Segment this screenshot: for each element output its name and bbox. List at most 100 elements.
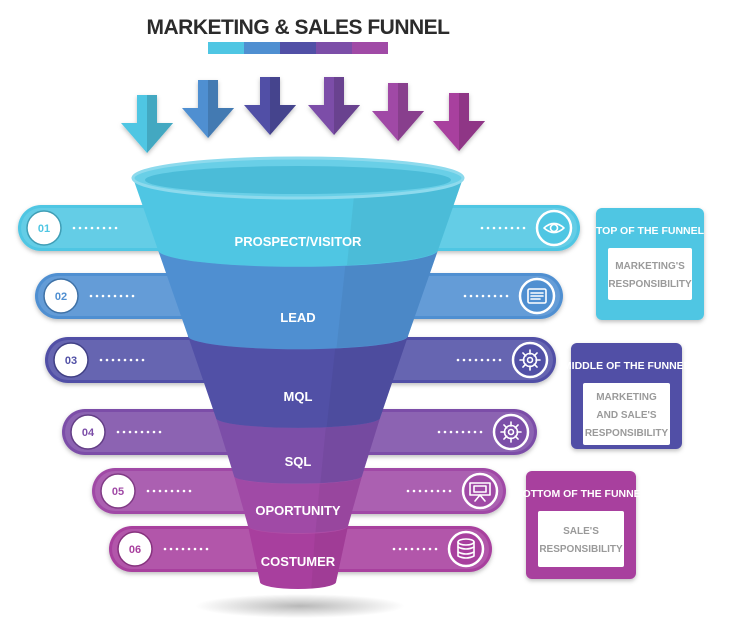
stage-number: 02 (55, 291, 67, 303)
stage-number-badge: 04 (70, 414, 106, 450)
stage-number-badge: 01 (26, 210, 62, 246)
dotted-separator (113, 294, 117, 298)
dotted-separator (504, 226, 508, 230)
funnel (131, 156, 465, 589)
dotted-separator (480, 358, 484, 362)
funnel-shadow (195, 594, 405, 618)
database-icon (447, 530, 485, 568)
stage-label: OPORTUNITY (255, 503, 341, 518)
dotted-separator (89, 294, 93, 298)
title-bar-segment (208, 42, 244, 54)
dotted-separator (122, 430, 126, 434)
dotted-separator (96, 226, 100, 230)
dotted-separator (449, 430, 453, 434)
stage-number-badge: 05 (100, 473, 136, 509)
dotted-separator (469, 294, 473, 298)
dotted-separator (116, 430, 120, 434)
dotted-separator (486, 358, 490, 362)
dotted-separator (462, 358, 466, 362)
dotted-separator (128, 430, 132, 434)
dotted-separator (492, 226, 496, 230)
dotted-separator (428, 547, 432, 551)
dotted-separator (129, 358, 133, 362)
dotted-separator (392, 547, 396, 551)
funnel-segment-01 (131, 156, 465, 267)
dotted-separator (117, 358, 121, 362)
stage-label: SQL (285, 454, 312, 469)
dotted-separator (101, 294, 105, 298)
down-arrow-icon (121, 95, 173, 153)
card-body-line: SALE'S (563, 526, 599, 537)
stage-number: 03 (65, 355, 77, 367)
document-icon (518, 277, 556, 315)
dotted-separator (434, 547, 438, 551)
card-body-line: RESPONSIBILITY (539, 544, 623, 555)
dotted-separator (158, 489, 162, 493)
dotted-separator (516, 226, 520, 230)
dotted-separator (463, 294, 467, 298)
dotted-separator (475, 294, 479, 298)
dotted-separator (404, 547, 408, 551)
dotted-separator (102, 226, 106, 230)
dotted-separator (95, 294, 99, 298)
dotted-separator (486, 226, 490, 230)
dotted-separator (146, 430, 150, 434)
dotted-separator (424, 489, 428, 493)
dotted-separator (152, 430, 156, 434)
dotted-separator (111, 358, 115, 362)
card-title: TOP OF THE FUNNEL (596, 225, 705, 237)
card-body-panel (608, 248, 692, 300)
dotted-separator (461, 430, 465, 434)
down-arrow-icon (244, 77, 296, 135)
dotted-separator (505, 294, 509, 298)
dotted-separator (205, 547, 209, 551)
dotted-separator (468, 358, 472, 362)
down-arrow-icon (372, 83, 424, 141)
dotted-separator (456, 358, 460, 362)
stage-number: 06 (129, 544, 141, 556)
dotted-separator (422, 547, 426, 551)
dotted-separator (492, 358, 496, 362)
dotted-separator (398, 547, 402, 551)
dotted-separator (90, 226, 94, 230)
dotted-separator (199, 547, 203, 551)
dotted-separator (170, 489, 174, 493)
dotted-separator (479, 430, 483, 434)
dotted-separator (437, 430, 441, 434)
dotted-separator (108, 226, 112, 230)
dotted-separator (487, 294, 491, 298)
dotted-separator (416, 547, 420, 551)
dotted-separator (105, 358, 109, 362)
down-arrow-icon (433, 93, 485, 151)
dotted-separator (114, 226, 118, 230)
dotted-separator (510, 226, 514, 230)
gear-icon (511, 341, 549, 379)
dotted-separator (412, 489, 416, 493)
dotted-separator (146, 489, 150, 493)
stage-label: COSTUMER (261, 554, 336, 569)
dotted-separator (158, 430, 162, 434)
incoming-arrows (121, 77, 485, 153)
card-body-line: RESPONSIBILITY (585, 428, 669, 439)
dotted-separator (107, 294, 111, 298)
title-bar-segment (316, 42, 352, 54)
dotted-separator (498, 358, 502, 362)
dotted-separator (442, 489, 446, 493)
dotted-separator (473, 430, 477, 434)
dotted-separator (522, 226, 526, 230)
title-bar-segment (280, 42, 316, 54)
dotted-separator (135, 358, 139, 362)
dotted-separator (182, 489, 186, 493)
dotted-separator (175, 547, 179, 551)
dotted-separator (78, 226, 82, 230)
stage-labels: PROSPECT/VISITORLEADMQLSQLOPORTUNITYCOST… (235, 234, 363, 569)
card-title: BOTTOM OF THE FUNNEL (515, 488, 648, 500)
dotted-separator (498, 226, 502, 230)
title-color-bar (208, 42, 388, 54)
dotted-separator (193, 547, 197, 551)
dotted-separator (448, 489, 452, 493)
stage-number: 05 (112, 486, 124, 498)
down-arrow-icon (308, 77, 360, 135)
stage-number-badge: 02 (43, 278, 79, 314)
